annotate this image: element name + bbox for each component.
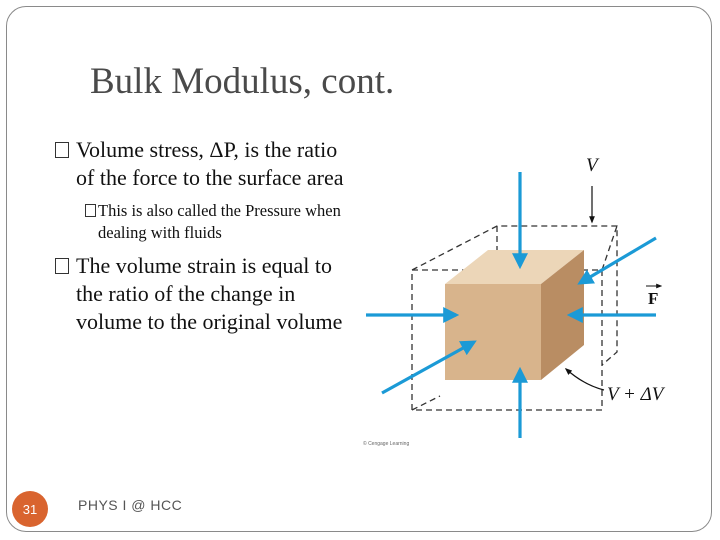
bullet-item: Volume stress, ΔP, is the ratio of the f… (55, 136, 355, 192)
cube (445, 250, 584, 380)
force-arrow-front (381, 340, 477, 395)
bullet-box-icon (55, 258, 69, 274)
new-volume-label: V + ΔV (607, 384, 666, 405)
bullet-box-icon (55, 142, 69, 158)
cube-side (541, 250, 584, 380)
footer-text: PHYS I @ HCC (78, 497, 183, 513)
force-arrow-back (577, 236, 657, 285)
cube-front (445, 284, 541, 380)
pointer-line (564, 368, 605, 391)
slide-title: Bulk Modulus, cont. (90, 61, 395, 102)
page-number-badge: 31 (12, 491, 48, 527)
page-number: 31 (22, 501, 38, 517)
force-label: F (648, 289, 658, 308)
bullet-item: The volume strain is equal to the ratio … (55, 252, 355, 336)
copyright-text: © Cengage Learning (363, 441, 410, 447)
bullet-text: Volume stress, ΔP, is the ratio of the f… (76, 137, 344, 190)
sub-bullet-item: This is also called the Pressure when de… (55, 200, 355, 244)
sub-bullet-text: This is also called the Pressure when de… (98, 201, 341, 242)
bullet-text: The volume strain is equal to the ratio … (76, 253, 343, 334)
slide-frame (6, 6, 712, 532)
bullet-box-icon (85, 204, 96, 217)
bullet-list: Volume stress, ΔP, is the ratio of the f… (55, 136, 355, 336)
force-arrows (366, 172, 657, 438)
volume-label: V (586, 155, 600, 176)
